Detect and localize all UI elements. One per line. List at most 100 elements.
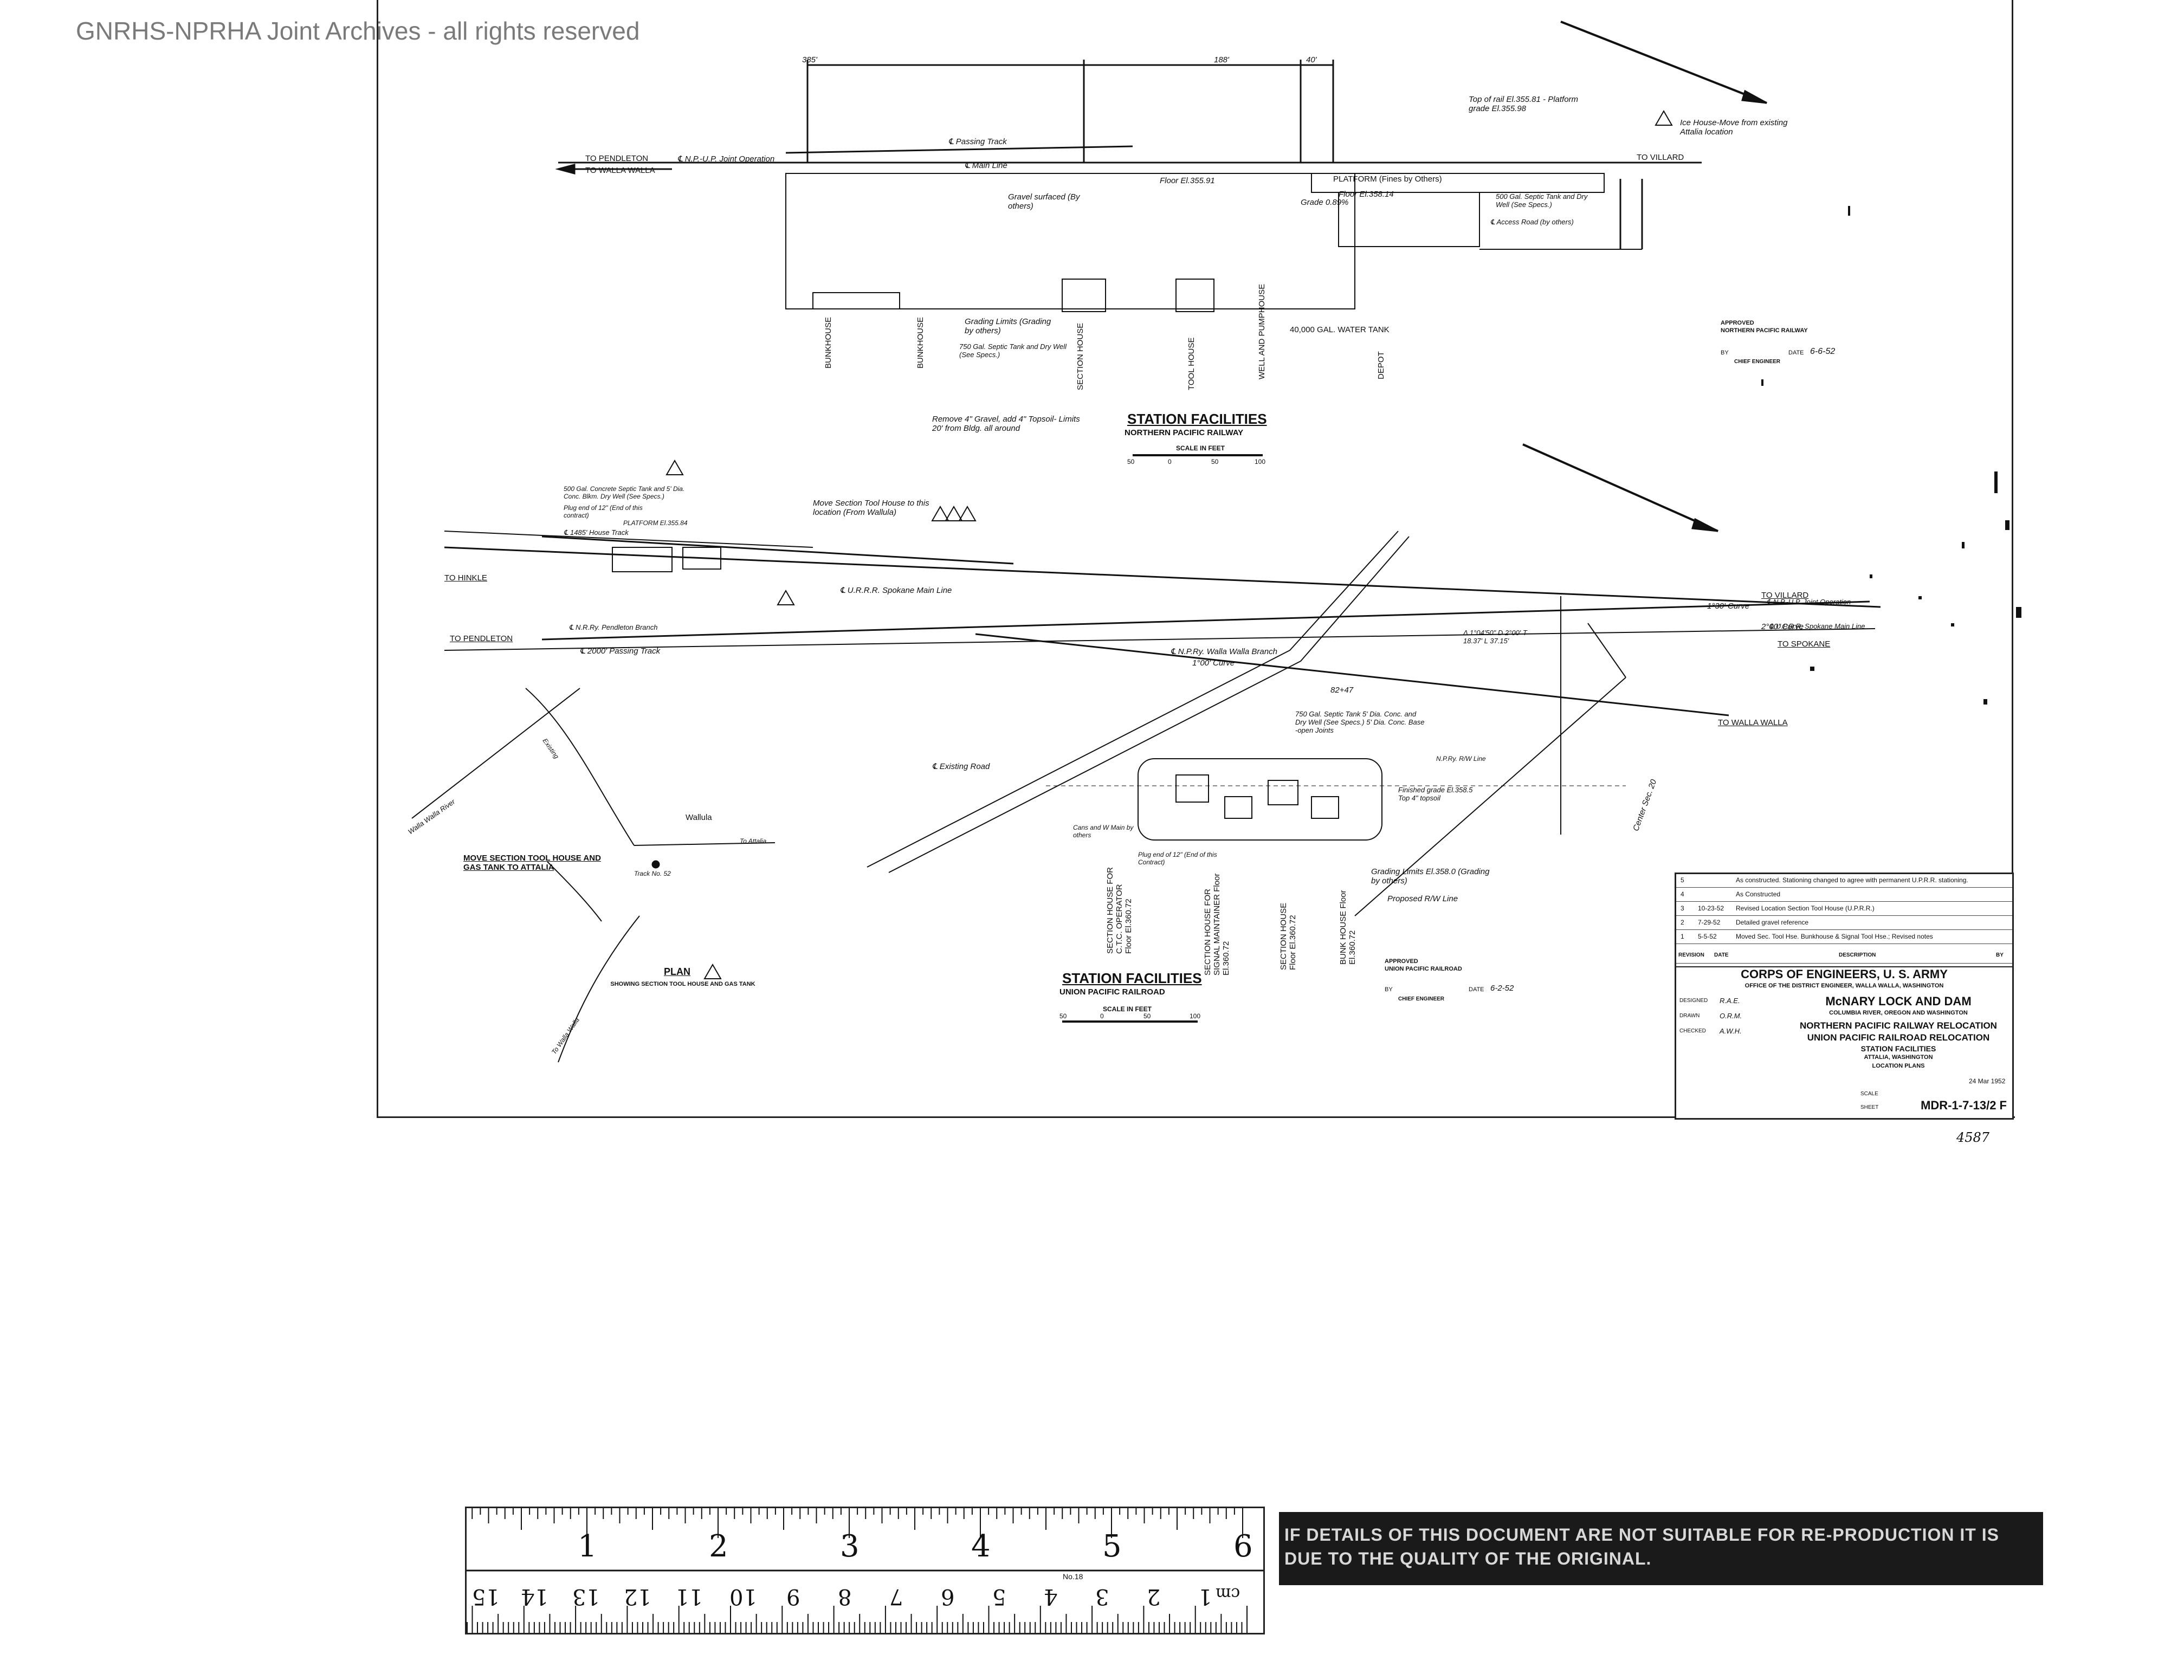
- np-approved-org: NORTHERN PACIFIC RAILWAY: [1721, 327, 1808, 334]
- ruler-inch-label: 5: [1102, 1529, 1122, 1564]
- up-to-villard: TO VILLARD: [1761, 591, 1809, 600]
- np-gravel-label: Gravel surfaced (By others): [1008, 192, 1080, 211]
- ruler-inch-label: 2: [709, 1529, 728, 1564]
- up-rw-line-label: N.P.Ry. R/W Line: [1436, 755, 1486, 763]
- np-dim-40: 40': [1306, 55, 1317, 64]
- revision-triangle: [958, 505, 977, 521]
- revision-mark: 5: [1681, 876, 1684, 884]
- np-to-walla-walla: TO WALLA WALLA: [585, 166, 655, 175]
- ruler-cm-label: 5: [992, 1584, 1006, 1609]
- ruler-cm-label: 3: [1095, 1584, 1109, 1609]
- up-yard-outline: [1138, 758, 1382, 841]
- ruler-cm-label: 4: [1044, 1584, 1058, 1609]
- revision-header: DESCRIPTION: [1839, 952, 1876, 958]
- up-finished-grade: Finished grade El.358.5 Top 4" topsoil: [1398, 786, 1473, 802]
- up-plug-end: Plug end of 12" (End of this Contract): [1138, 851, 1217, 866]
- revision-desc: Detailed gravel reference: [1736, 919, 1809, 926]
- np-approved-heading: APPROVED: [1721, 320, 1754, 326]
- np-approved-by: BY: [1721, 350, 1729, 356]
- notice-background: [1279, 1512, 2043, 1585]
- np-yard-outline: [785, 173, 1355, 309]
- np-main-line-label: ℄ Main Line: [965, 161, 1007, 170]
- np-platform-label: PLATFORM (Fines by Others): [1333, 175, 1442, 184]
- up-spokane-main-label: ℄ U.R.R.R. Spokane Main Line: [840, 586, 952, 595]
- np-grading-limits: Grading Limits (Grading by others): [965, 317, 1051, 335]
- ruler-cm-label: 6: [941, 1584, 955, 1609]
- ruler-cm-label: 9: [786, 1584, 800, 1609]
- up-to-hinkle: TO HINKLE: [444, 573, 487, 583]
- up-section-house: SECTION HOUSE Floor El.360.72: [1279, 902, 1297, 970]
- np-scale-label: SCALE IN FEET: [1176, 444, 1225, 452]
- up-scale-tick: 100: [1190, 1012, 1201, 1020]
- revision-mark: 3: [1681, 904, 1684, 912]
- up-cans: Cans and W Main by others: [1073, 824, 1134, 839]
- revision-header: DATE: [1714, 952, 1729, 958]
- ruler-cm-label: 10: [729, 1584, 757, 1609]
- np-top-of-rail: Top of rail El.355.81 - Platform grade E…: [1469, 95, 1579, 113]
- revision-row: 4 As Constructed: [1676, 888, 2012, 902]
- up-spokane-line: ℄ U.P.R.R. Spokane Main Line: [1769, 622, 1865, 630]
- project-name: McNARY LOCK AND DAM: [1825, 994, 1972, 1008]
- corps-title: CORPS OF ENGINEERS, U. S. ARMY: [1741, 967, 1948, 981]
- revision-row: 2 7-29-52 Detailed gravel reference: [1676, 916, 2012, 930]
- revision-header-row: REVISION DATE DESCRIPTION BY: [1676, 950, 2012, 964]
- np-section-house: [1062, 279, 1106, 312]
- revision-triangle: [777, 589, 795, 605]
- ruler-brand: No.18: [1063, 1572, 1083, 1581]
- revision-desc: Moved Sec. Tool Hse. Bunkhouse & Signal …: [1736, 933, 1933, 940]
- np-approved-date-label: DATE: [1788, 350, 1804, 356]
- revision-triangle: [945, 505, 963, 521]
- ruler-cm-label: 11: [675, 1584, 703, 1609]
- up-walla-walla-branch: [975, 633, 1729, 716]
- np-scale-tick: 100: [1255, 458, 1266, 466]
- ruler-cm-label: 14: [521, 1584, 548, 1609]
- np-bunkhouse: [812, 292, 900, 309]
- title-line-4: ATTALIA, WASHINGTON: [1864, 1054, 1933, 1061]
- up-row-line: Proposed R/W Line: [1387, 894, 1458, 903]
- up-house-track-label: ℄ 1485' House Track: [564, 528, 629, 537]
- up-existing-road: ℄ Existing Road: [932, 762, 990, 771]
- np-grade: Grade 0.89%: [1301, 198, 1349, 207]
- revision-header: BY: [1996, 952, 2004, 958]
- np-well-pumphouse: WELL AND PUMPHOUSE: [1257, 283, 1267, 379]
- north-arrow-middle: [1522, 443, 1718, 532]
- np-bunkhouse-a: BUNKHOUSE: [824, 316, 833, 369]
- revision-date: 5-5-52: [1698, 933, 1717, 940]
- up-grading-limits: Grading Limits El.358.0 (Grading by othe…: [1371, 867, 1490, 886]
- up-section-house-ctc: SECTION HOUSE FOR C.T.C. OPERATOR Floor …: [1106, 867, 1133, 954]
- checked-by: A.W.H.: [1720, 1027, 1742, 1035]
- np-tool-house-label: TOOL HOUSE: [1187, 337, 1196, 390]
- gas-tank: [651, 860, 660, 869]
- drawn-by: O.R.M.: [1720, 1012, 1742, 1020]
- np-dim-385: 385': [802, 55, 817, 64]
- np-to-pendleton: TO PENDLETON: [585, 154, 649, 163]
- np-plan-subtitle: NORTHERN PACIFIC RAILWAY: [1125, 428, 1244, 437]
- revision-date: 10-23-52: [1698, 904, 1724, 912]
- np-dim-188: 188': [1214, 55, 1229, 64]
- north-arrow-top: [1560, 21, 1767, 104]
- up-curve-3: 1°30' Curve: [1707, 602, 1750, 611]
- title-line-5: LOCATION PLANS: [1872, 1063, 1925, 1069]
- np-bunkhouse-b: BUNKHOUSE: [916, 316, 925, 369]
- file-number: 4587: [1956, 1130, 1990, 1145]
- up-top-line: [444, 531, 813, 548]
- up-scale-tick: 50: [1143, 1012, 1151, 1020]
- up-scale-tick: 0: [1100, 1012, 1104, 1020]
- small-plan-track: Track No. 52: [634, 870, 671, 877]
- up-platform-floor: PLATFORM El.355.84: [623, 519, 688, 527]
- revision-row: 5 As constructed. Stationing changed to …: [1676, 874, 2012, 888]
- up-septic-750: 750 Gal. Septic Tank 5' Dia. Conc. and D…: [1295, 710, 1425, 734]
- up-curve-data: Δ 1°04'50" D 2°00' T 18.37' L 37.15': [1463, 629, 1527, 645]
- up-pendleton-branch: [541, 600, 1870, 641]
- np-passing-track: [785, 145, 1133, 154]
- up-approved-date: 6-2-52: [1490, 984, 1514, 993]
- ruler-ticks: [467, 1508, 1263, 1633]
- wallula-track-curve: [525, 688, 635, 846]
- small-plan-subtitle: SHOWING SECTION TOOL HOUSE AND GAS TANK: [610, 981, 755, 987]
- revision-mark: 2: [1681, 919, 1684, 926]
- revision-row: 3 10-23-52 Revised Location Section Tool…: [1676, 902, 2012, 916]
- np-joint-operation: ℄ N.P.-U.P. Joint Operation: [677, 154, 775, 164]
- title-line-2: UNION PACIFIC RAILROAD RELOCATION: [1807, 1032, 1990, 1043]
- ruler-cm-label: 13: [572, 1584, 600, 1609]
- ruler-inch-label: 3: [840, 1529, 860, 1564]
